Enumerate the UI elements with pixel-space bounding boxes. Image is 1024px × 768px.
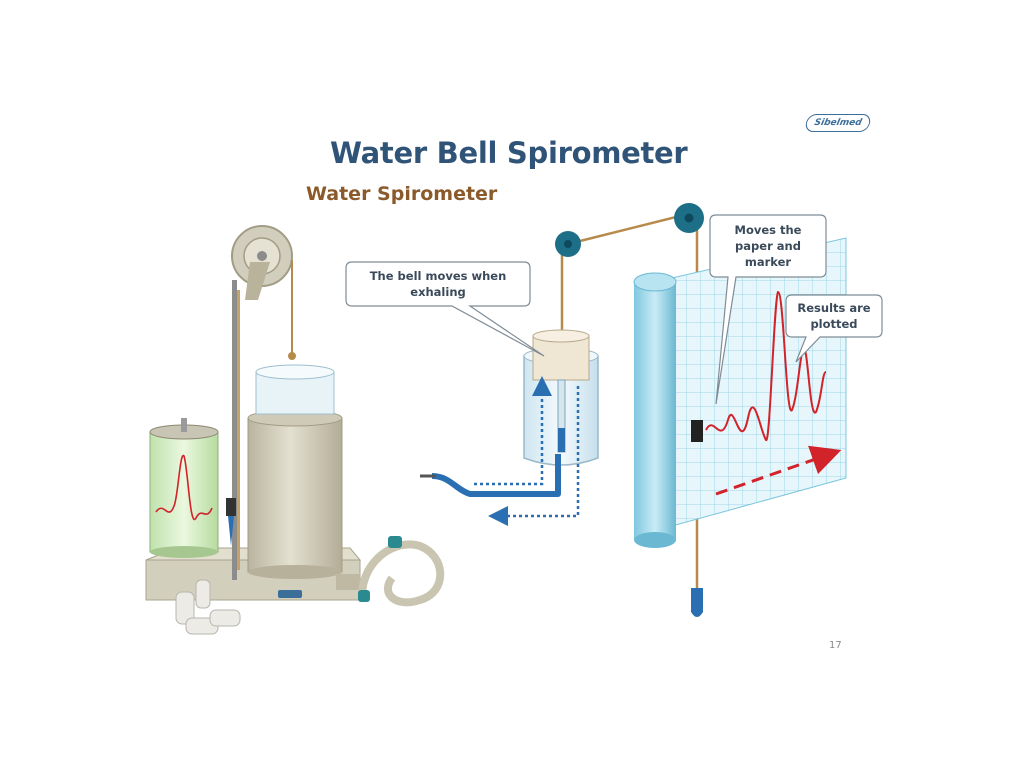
slide-subtitle: Water Spirometer: [306, 183, 498, 205]
callout-moves-line-3: marker: [744, 255, 792, 269]
callout-moves-paper: Moves the paper and marker: [710, 215, 826, 277]
callout-bell-line-1: The bell moves when: [369, 269, 507, 283]
callout-bell-moves: The bell moves when exhaling: [346, 262, 530, 306]
callout-moves-line-2: paper and: [735, 239, 801, 253]
bell-schematic: [420, 203, 704, 617]
callout-shapes: [345, 214, 883, 405]
callout-results-line-1: Results are: [797, 301, 871, 315]
paper-plotter: [633, 237, 847, 548]
brand-logo: Sibelmed: [804, 114, 872, 132]
callout-results-line-2: plotted: [810, 317, 858, 331]
callout-results-plotted: Results are plotted: [786, 295, 882, 337]
slide-title: Water Bell Spirometer: [330, 136, 688, 170]
callout-bell-line-2: exhaling: [410, 285, 466, 299]
page-number: 17: [829, 640, 842, 651]
spirometer-device: [145, 225, 445, 635]
callout-moves-line-1: Moves the: [734, 223, 802, 237]
